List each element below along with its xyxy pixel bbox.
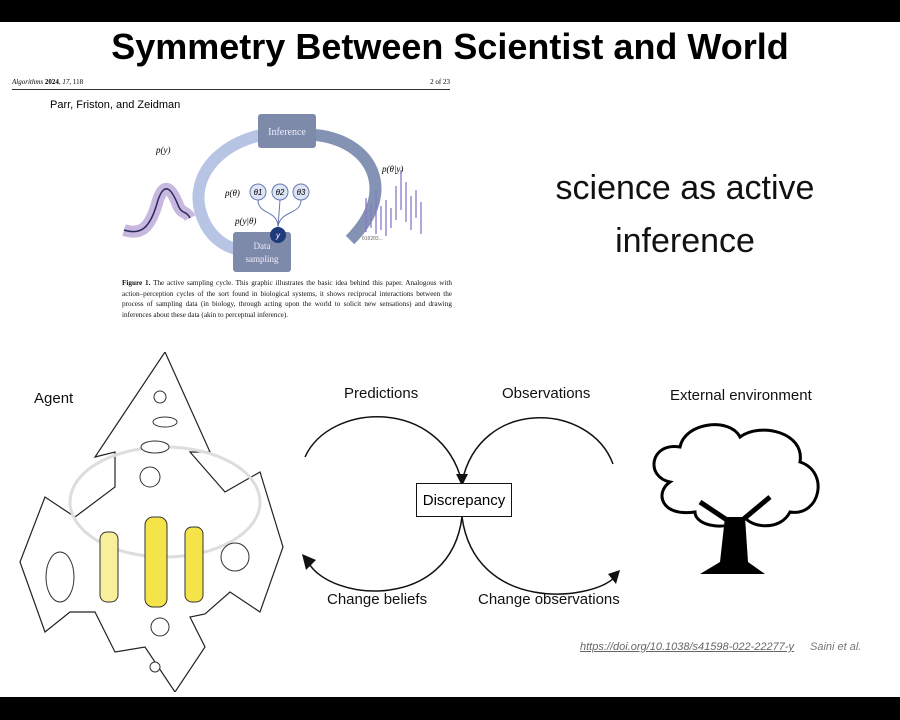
observations-arc (461, 417, 614, 483)
tree-icon (652, 423, 820, 574)
y-node-label: y (275, 231, 281, 240)
change-beliefs-label: Change beliefs (327, 591, 428, 608)
p-y-given-theta-label: p(y|θ) (234, 216, 256, 226)
predictions-label: Predictions (344, 385, 419, 402)
inference-cycle-arrows (302, 415, 620, 595)
arrowhead-right (608, 570, 620, 584)
theta-axis: θ1θ2θ3... (362, 236, 383, 242)
caption-label: Figure 1. (122, 279, 151, 287)
page-number: 2 of 23 (430, 78, 450, 86)
y-node (270, 227, 286, 243)
inference-label: Inference (268, 127, 306, 138)
arrowhead-down (456, 474, 468, 486)
discrepancy-box: Discrepancy (416, 483, 512, 517)
change-observations-label: Change observations (478, 591, 620, 608)
creature-sketches (45, 390, 250, 673)
svg-text:Data: Data (254, 241, 271, 251)
arrowhead-left (302, 554, 316, 570)
svg-text:sampling: sampling (246, 254, 279, 264)
p-y-curve (123, 188, 191, 233)
citation-authors: Saini et al. (810, 641, 862, 653)
volume: 17 (62, 78, 70, 86)
journal: Algorithms (12, 78, 44, 86)
inference-box (258, 114, 316, 148)
cycle-arc-right (314, 129, 382, 245)
posterior-bars (365, 170, 422, 236)
year: 2024 (44, 78, 59, 86)
p-theta-label: p(θ) (224, 188, 240, 198)
figure-caption: Figure 1. The active sampling cycle. Thi… (122, 278, 452, 320)
theta2: θ2 (276, 188, 285, 197)
change-beliefs-arc (307, 516, 463, 592)
observations-label: Observations (502, 385, 591, 402)
human-figures (99, 516, 204, 608)
agent-label: Agent (34, 390, 74, 407)
agent-illustration (19, 352, 284, 692)
slide-subtitle: science as active inference (555, 169, 815, 260)
theta1: θ1 (254, 188, 263, 197)
p-y-band (122, 182, 196, 238)
slide-title: Symmetry Between Scientist and World (111, 26, 789, 67)
slide: Symmetry Between Scientist and World Alg… (0, 22, 900, 697)
authors: Parr, Friston, and Zeidman (50, 99, 181, 111)
theta3: θ3 (297, 188, 306, 197)
caption-text: The active sampling cycle. This graphic … (122, 279, 453, 319)
p-y-label: p(y) (155, 145, 171, 155)
doi-link[interactable]: https://doi.org/10.1038/s41598-022-22277… (580, 641, 795, 653)
external-environment-label: External environment (670, 387, 812, 404)
predictions-arc (304, 415, 463, 483)
article: 118 (72, 78, 84, 86)
cycle-arc-left (192, 125, 296, 256)
active-sampling-figure: Inference Data sampling p(y) p(θ) θ1 θ2 … (122, 114, 422, 272)
change-observations-arc (461, 516, 616, 595)
p-theta-given-y-label: p(θ|y) (381, 164, 403, 174)
